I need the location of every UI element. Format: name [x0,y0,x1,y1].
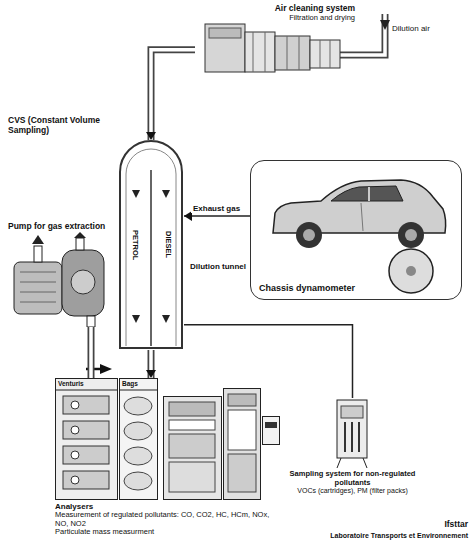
node-text: Analysers [55,502,280,511]
drawing [285,398,420,468]
node-text: Filtration and drying [195,14,355,23]
pipe-inner [151,50,195,140]
pipe [151,50,195,140]
chassis-dynamometer-box: Chassis dynamometer [250,160,462,300]
text-label: Dilution air [392,24,464,33]
line [184,325,353,398]
drawing [118,140,184,350]
illustration-area [55,378,280,500]
node-text: Measurement of regulated pollutants: CO,… [55,511,280,528]
illustration-area [285,398,420,468]
pipe [88,327,95,378]
drawing [8,232,118,327]
tube-label: DIESEL [163,231,172,258]
connector [184,325,353,398]
flow-arrow [100,364,112,374]
tube-label: PETROL [130,230,139,260]
air-flow-arrow [380,20,390,30]
edge-label: Exhaust gas [191,204,242,213]
node-text: Pump for gas extraction [8,222,118,232]
sampling-system: Sampling system for non-regulated pollut… [285,398,420,495]
pipe-inner [89,327,93,378]
text-label: Dilution tunnel [190,262,270,271]
drawing [55,378,280,500]
text-label: Bags [122,380,154,387]
node-text: Sampling system for non-regulated pollut… [285,470,420,487]
text-label: Venturis [58,380,114,387]
arrowhead [146,370,156,378]
tube-column: DIESEL [151,140,184,350]
text-label: Laboratoire Transports et Environnement [280,532,468,540]
connector [146,50,195,140]
node-text: Particulate mass measurment [55,528,280,537]
analyser-racks: AnalysersMeasurement of regulated pollut… [55,378,280,537]
dilution-tunnel: PETROL DIESEL [118,140,184,350]
connector [146,350,156,378]
node-text: VOCs (cartridges), PM (filter packs) [285,487,420,495]
drawing [195,22,355,74]
tube-column: PETROL [118,140,151,350]
connector [91,327,92,378]
extraction-pump: Pump for gas extraction [8,222,118,327]
node-text: Chassis dynamometer [259,283,453,293]
arrowhead [146,132,156,140]
air-cleaning-unit: Air cleaning systemFiltration and drying [195,4,355,74]
node-text: Air cleaning system [195,4,355,14]
illustration-area [195,22,355,74]
text-label: CVS (Constant Volume Sampling) [8,116,120,136]
drawing [251,161,463,301]
line [184,215,250,217]
text-label: Ifsttar [360,520,468,530]
illustration-area [8,232,118,327]
